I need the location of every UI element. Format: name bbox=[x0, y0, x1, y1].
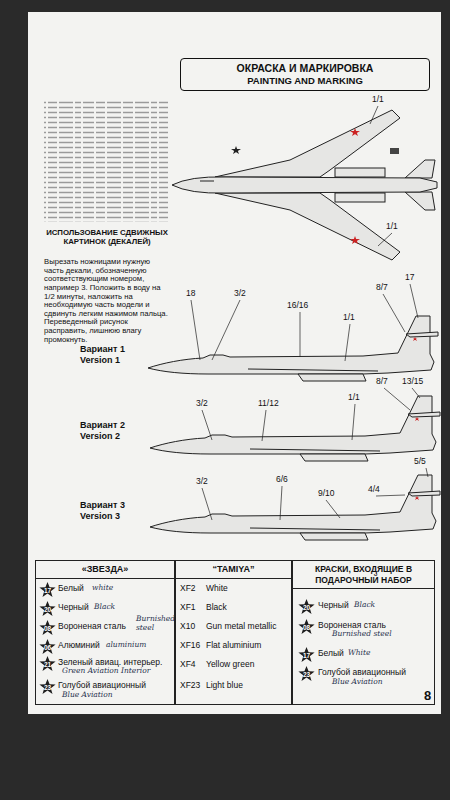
callout-number: 8/7 bbox=[376, 376, 388, 386]
paint-name: XF2 bbox=[180, 583, 196, 593]
callout-number: 4/4 bbox=[368, 484, 380, 494]
paint-name: Flat aluminium bbox=[206, 640, 261, 650]
version-label: Version 2 bbox=[80, 431, 120, 442]
paint-name: White bbox=[206, 583, 228, 593]
paint-star: 23 bbox=[298, 666, 315, 681]
column-header: «ЗВЕЗДА» bbox=[36, 561, 174, 579]
title-text: ОКРАСКА И МАРКИРОВКА bbox=[185, 62, 425, 75]
paint-name: Вороненая сталь bbox=[318, 620, 386, 630]
paint-star: 08 bbox=[39, 620, 56, 635]
paint-name: Алюминий bbox=[58, 640, 100, 650]
paint-number: 08 bbox=[298, 619, 315, 635]
version-label: Вариант 3 bbox=[80, 500, 125, 511]
paint-number: 20 bbox=[298, 599, 315, 615]
decal-instructions: Вырезать ножницами нужную часть декали, … bbox=[44, 258, 170, 344]
handwritten-note: White bbox=[348, 649, 370, 658]
paint-name: XF16 bbox=[180, 640, 200, 650]
handwritten-note: aluminium bbox=[106, 641, 146, 650]
callout-number: 8/7 bbox=[376, 282, 388, 292]
version-label: Version 3 bbox=[80, 511, 120, 522]
paint-star: 17 bbox=[39, 582, 56, 597]
leader-line bbox=[191, 284, 428, 520]
paint-star: 17 bbox=[298, 647, 315, 662]
paint-number: 06 bbox=[39, 639, 56, 655]
callout-number: 6/6 bbox=[276, 474, 288, 484]
version-label: Вариант 1 bbox=[80, 344, 125, 355]
paint-number: 21 bbox=[39, 656, 56, 672]
version-label: Version 1 bbox=[80, 355, 120, 366]
paint-name: Зеленый авиац. интерьер. bbox=[58, 657, 162, 667]
callout-number: 1/1 bbox=[348, 392, 360, 402]
paint-star: 23 bbox=[39, 679, 56, 694]
callout-number: 17 bbox=[405, 272, 414, 282]
handwritten-note: Black bbox=[354, 601, 375, 610]
aircraft-side-view bbox=[148, 316, 440, 540]
paint-name: Черный bbox=[58, 602, 89, 612]
page-number: 8 bbox=[424, 688, 431, 703]
column-header: “TAMIYA” bbox=[176, 561, 291, 579]
handwritten-note: white bbox=[92, 584, 113, 593]
paint-name: Белый bbox=[58, 583, 84, 593]
paint-name: Голубой авиационный bbox=[318, 667, 406, 677]
callout-number: 1/1 bbox=[343, 312, 355, 322]
title-text: PAINTING AND MARKING bbox=[185, 75, 425, 87]
paint-number: 08 bbox=[39, 620, 56, 636]
callout-number: 16/16 bbox=[287, 300, 308, 310]
decal-heading: ИСПОЛЬЗОВАНИЕ СДВИЖНЫХ КАРТИНОК (ДЕКАЛЕЙ… bbox=[44, 228, 170, 246]
paint-star: 06 bbox=[39, 639, 56, 654]
callout-number: 13/15 bbox=[402, 376, 423, 386]
paint-number: 17 bbox=[298, 647, 315, 663]
paint-name: Gun metal metallic bbox=[206, 621, 276, 631]
callout-number: 1/1 bbox=[386, 221, 398, 231]
paint-name: XF1 bbox=[180, 602, 196, 612]
paint-name: Белый bbox=[318, 648, 344, 658]
paint-name: Вороненая сталь bbox=[58, 621, 126, 631]
title-banner: ОКРАСКА И МАРКИРОВКАPAINTING AND MARKING bbox=[180, 58, 430, 91]
paint-name: XF23 bbox=[180, 680, 200, 690]
callout-number: 18 bbox=[186, 288, 195, 298]
callout-number: 1/1 bbox=[372, 94, 384, 104]
paint-name: Light blue bbox=[206, 680, 243, 690]
callout-number: 3/2 bbox=[234, 288, 246, 298]
paint-star: 08 bbox=[298, 619, 315, 634]
version-label: Вариант 2 bbox=[80, 420, 125, 431]
aircraft-planform bbox=[172, 110, 437, 260]
paint-name: Yellow green bbox=[206, 659, 254, 669]
handwritten-note: Blue Aviation bbox=[62, 691, 113, 700]
paint-name: X10 bbox=[180, 621, 195, 631]
handwritten-note: Blue Aviation bbox=[332, 678, 383, 687]
paint-name: Черный bbox=[318, 600, 349, 610]
handwritten-note: Burnished steel bbox=[332, 630, 392, 639]
paint-name: XF4 bbox=[180, 659, 196, 669]
column-header: КРАСКИ, ВХОДЯЩИЕ В ПОДАРОЧНЫЙ НАБОР bbox=[293, 561, 434, 589]
paint-name: Black bbox=[206, 602, 227, 612]
handwritten-note: Green Aviation Interior bbox=[62, 667, 150, 676]
callout-number: 3/2 bbox=[196, 476, 208, 486]
handwritten-note: Black bbox=[94, 603, 115, 612]
callout-number: 5/5 bbox=[414, 456, 426, 466]
english-instructions bbox=[44, 100, 168, 222]
paint-star: 20 bbox=[298, 599, 315, 614]
callout-number: 9/10 bbox=[318, 488, 335, 498]
paint-number: 23 bbox=[298, 666, 315, 682]
paint-number: 20 bbox=[39, 601, 56, 617]
callout-number: 11/12 bbox=[258, 398, 279, 408]
star-marking bbox=[231, 128, 399, 244]
paint-number: 17 bbox=[39, 582, 56, 598]
paint-name: Голубой авиационный bbox=[58, 680, 146, 690]
paint-star: 21 bbox=[39, 656, 56, 671]
callout-number: 3/2 bbox=[196, 398, 208, 408]
handwritten-note: Burnished steel bbox=[136, 615, 172, 632]
paint-star: 20 bbox=[39, 601, 56, 616]
paint-number: 23 bbox=[39, 679, 56, 695]
paper-sheet bbox=[28, 12, 441, 714]
